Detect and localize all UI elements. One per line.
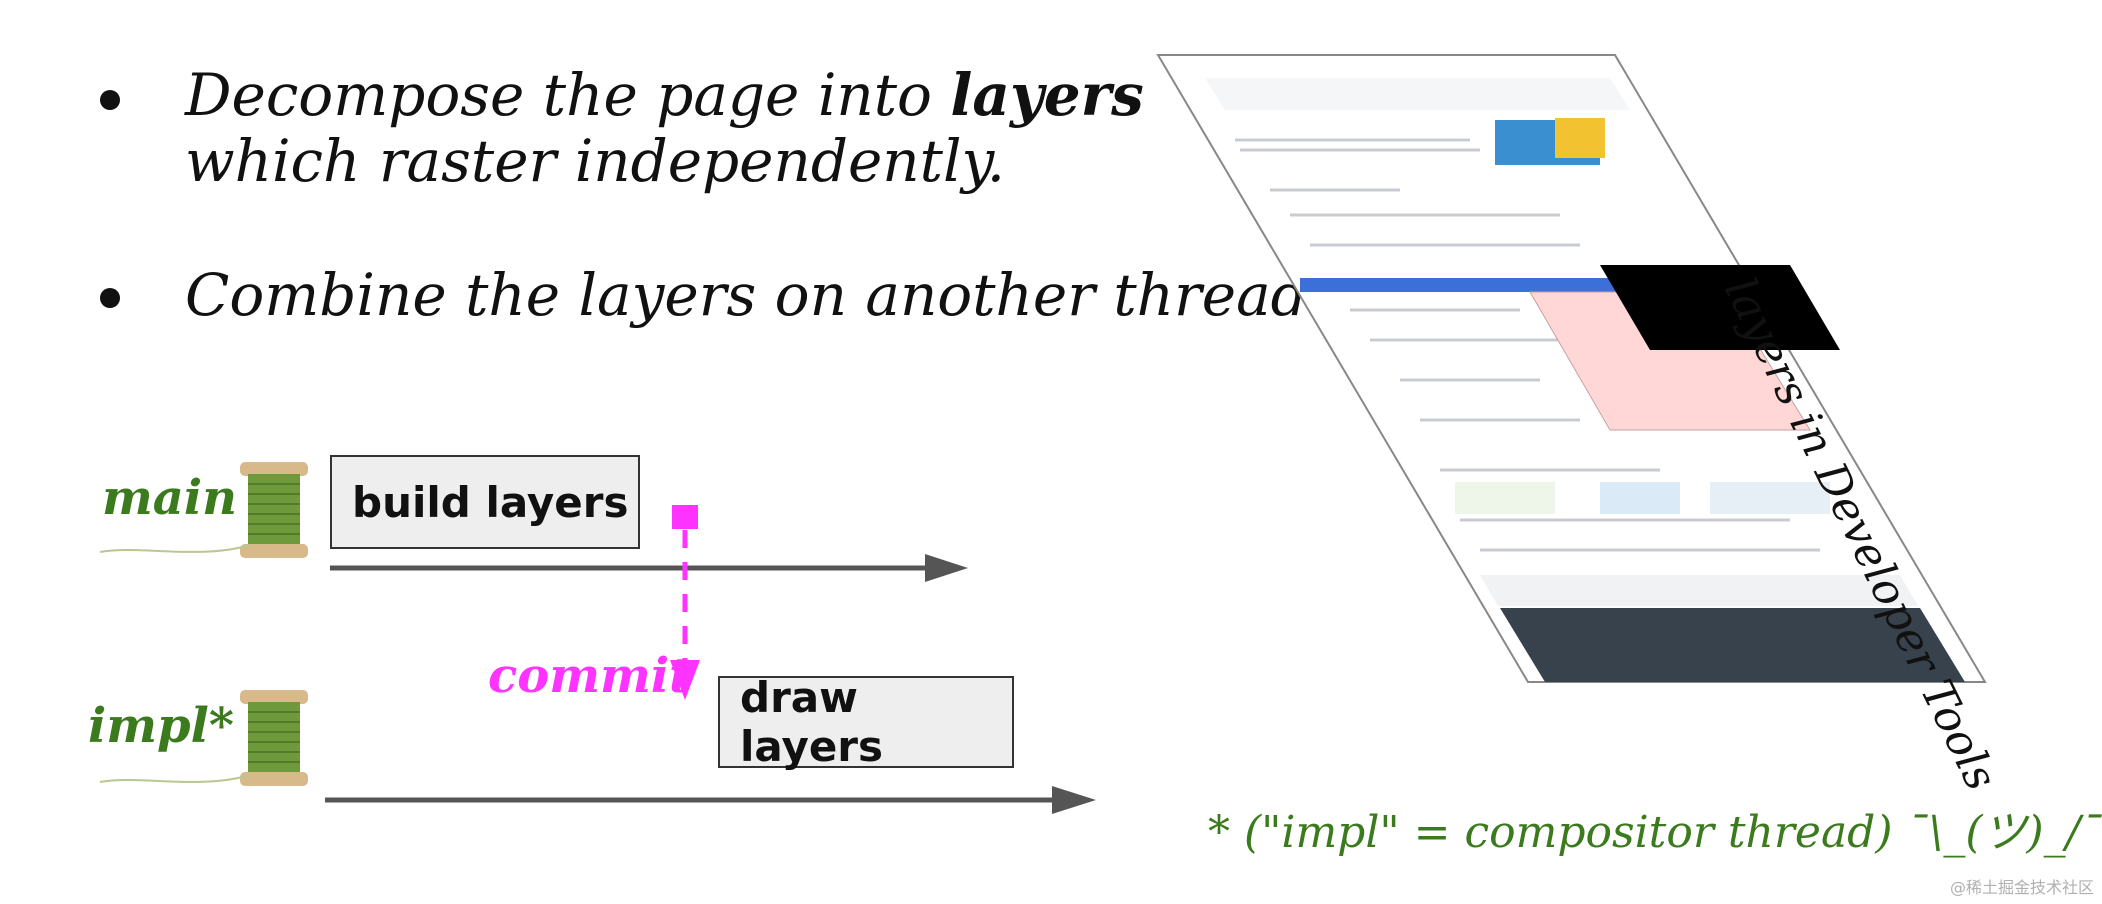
bullet-dot-2 bbox=[100, 288, 120, 308]
draw-layers-box: draw layers bbox=[718, 673, 1014, 771]
bullet-dot-1 bbox=[100, 90, 120, 110]
commit-label: commit bbox=[488, 648, 692, 704]
impl-thread-arrow bbox=[325, 786, 1096, 814]
bullet-2: Combine the layers on another thread. bbox=[185, 261, 1327, 329]
watermark: @稀土掘金技术社区 bbox=[1949, 878, 2094, 897]
layers-illustration bbox=[1156, 54, 1987, 683]
footnote: * ("impl" = compositor thread) ¯\_(ツ)_/¯ bbox=[1208, 807, 2102, 858]
bullet-1: Decompose the page into layers which ras… bbox=[185, 62, 1144, 194]
bullet-1-bold: layers bbox=[950, 61, 1144, 129]
bullet-1-line2: which raster independently. bbox=[185, 127, 1006, 195]
spool-icon-main bbox=[99, 462, 308, 558]
spool-icon-impl bbox=[99, 690, 308, 786]
main-thread-arrow bbox=[330, 554, 968, 582]
build-layers-box: build layers bbox=[330, 455, 640, 549]
bullet-1-text: Decompose the page into bbox=[185, 61, 951, 129]
commit-arrow bbox=[670, 505, 700, 700]
impl-thread-label: impl* bbox=[88, 698, 234, 754]
main-thread-label: main bbox=[102, 470, 238, 526]
